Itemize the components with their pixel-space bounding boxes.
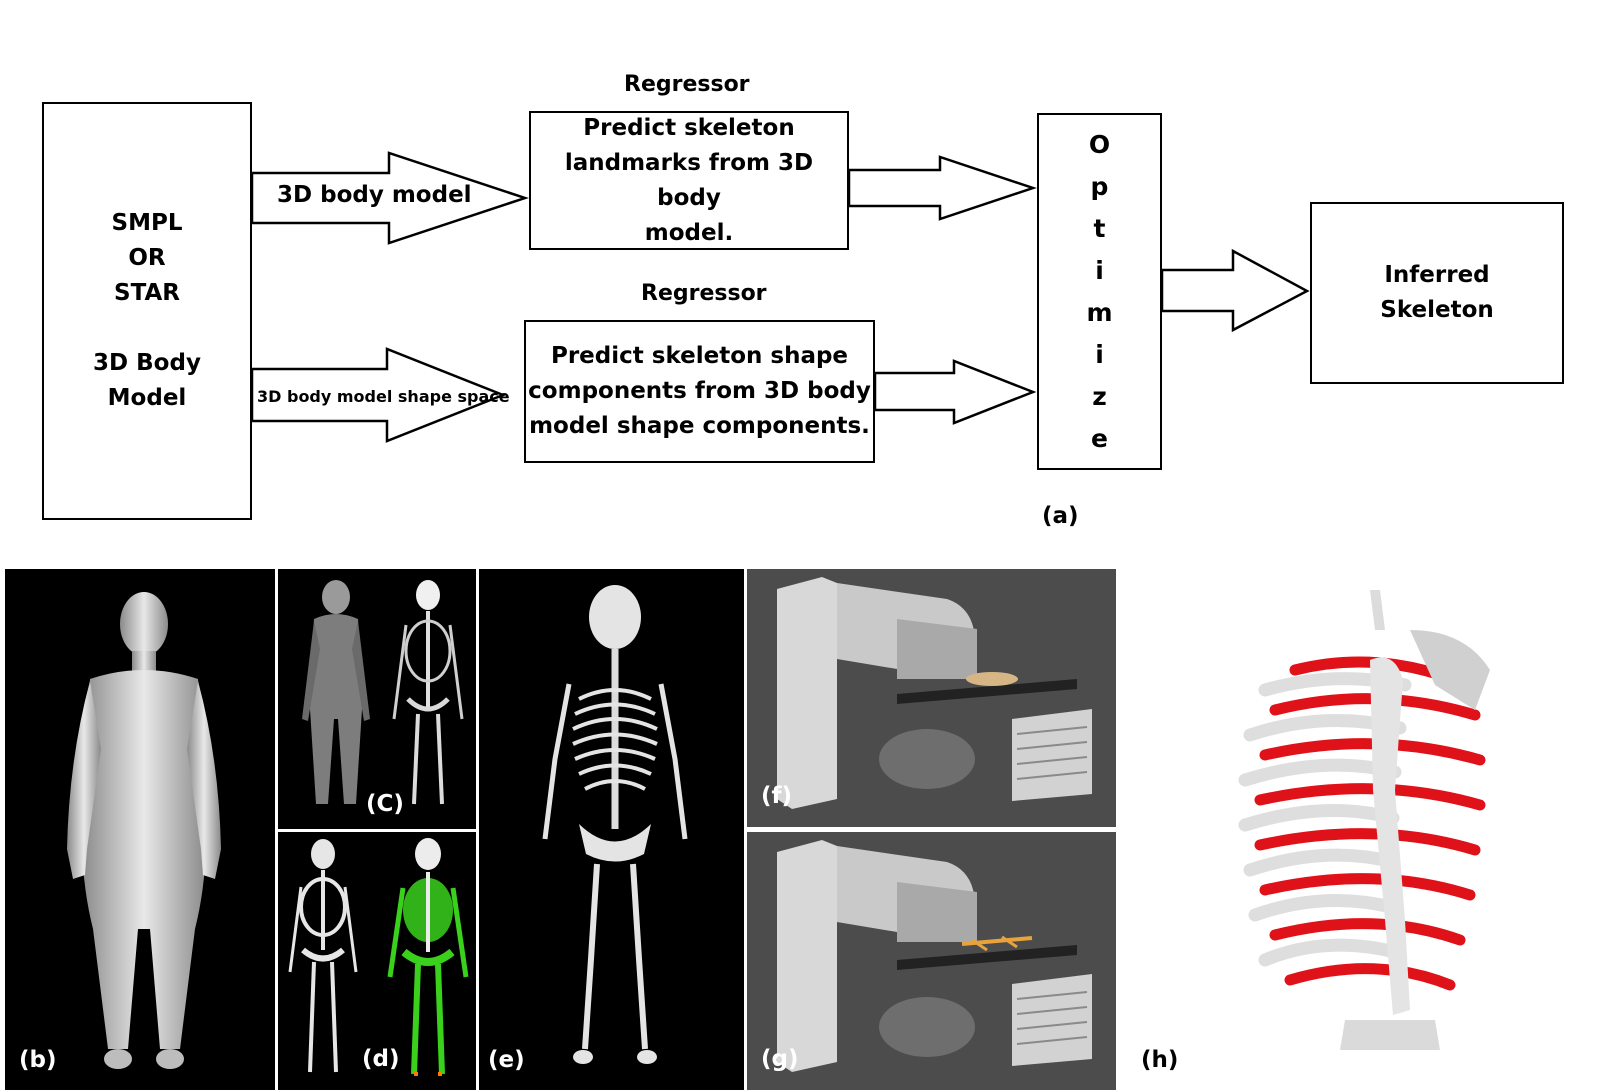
regressor-top-title: Regressor	[624, 72, 750, 97]
panel-label-h: (h)	[1141, 1047, 1179, 1073]
panel-f-linac-scene: (f)	[747, 569, 1116, 827]
regressor-top-line: landmarks from 3D body	[564, 149, 814, 211]
regressor-top-line: model.	[644, 219, 734, 246]
flow-arrows	[250, 151, 1310, 443]
body-mesh-figure	[67, 592, 221, 1069]
panel-label-d: (d)	[362, 1046, 400, 1072]
panel-label-g: (g)	[761, 1046, 799, 1072]
arrow-optimize-to-skeleton	[1160, 248, 1310, 333]
optimize-letter: z	[1092, 381, 1107, 411]
xray-figures	[302, 580, 464, 805]
body-model-line: 3D Body	[93, 350, 201, 376]
optimize-letter: i	[1095, 339, 1104, 369]
panel-d-skeletons: (d)	[278, 832, 476, 1090]
body-model-line: OR	[128, 245, 166, 271]
linac-scene-f	[777, 577, 1092, 809]
panel-e-skeleton: (e)	[479, 569, 744, 1090]
arrow-to-landmark-regressor	[250, 151, 529, 245]
linac-scene-g	[777, 840, 1092, 1072]
panel-label-b: (b)	[19, 1047, 57, 1073]
panel-g-linac-skeleton: (g)	[747, 832, 1116, 1090]
panel-h-ribcage	[1238, 590, 1490, 1050]
optimize-letter: t	[1093, 213, 1106, 243]
optimize-letter: i	[1095, 255, 1104, 285]
arrow-bottom-label: 3D body model shape space	[257, 387, 510, 406]
body-model-box: SMPL OR STAR 3D Body Model	[42, 102, 252, 520]
optimize-letter: m	[1086, 297, 1113, 327]
regressor-bottom-line: components from 3D body	[528, 378, 871, 404]
full-skeleton-figure	[542, 585, 688, 1064]
panel-label-e: (e)	[488, 1047, 525, 1073]
panel-label-a: (a)	[1042, 503, 1079, 529]
panel-c-xray: (C)	[278, 569, 476, 829]
red-ribs	[1254, 656, 1486, 991]
arrow-to-shape-regressor	[250, 347, 507, 443]
panel-label-f: (f)	[761, 783, 793, 809]
body-model-line: STAR	[114, 280, 180, 306]
output-line: Inferred	[1384, 262, 1490, 288]
inferred-skeleton-box: Inferred Skeleton	[1310, 202, 1564, 384]
shape-regressor-box: Predict skeleton shape components from 3…	[524, 320, 875, 463]
body-model-line: Model	[107, 385, 187, 411]
optimize-box: O p t i m i z e	[1037, 113, 1162, 470]
panel-label-c: (C)	[366, 791, 404, 817]
skeleton-comparison	[288, 838, 469, 1076]
optimize-letter: p	[1090, 171, 1109, 201]
arrow-shape-to-optimize	[873, 359, 1037, 425]
regressor-bottom-line: model shape components.	[529, 413, 870, 439]
optimize-letter: O	[1088, 129, 1111, 159]
arrow-landmarks-to-optimize	[847, 155, 1037, 221]
regressor-top-line: Predict skeleton	[583, 114, 795, 141]
regressor-bottom-line: Predict skeleton shape	[550, 343, 849, 369]
output-line: Skeleton	[1380, 297, 1494, 323]
regressor-bottom-title: Regressor	[641, 281, 767, 306]
body-model-line: SMPL	[111, 210, 183, 236]
landmark-regressor-box: Predict skeleton landmarks from 3D body …	[529, 111, 849, 250]
optimize-letter: e	[1091, 423, 1108, 453]
panel-b-body-mesh: (b)	[5, 569, 275, 1090]
arrow-top-label: 3D body model	[277, 182, 472, 208]
